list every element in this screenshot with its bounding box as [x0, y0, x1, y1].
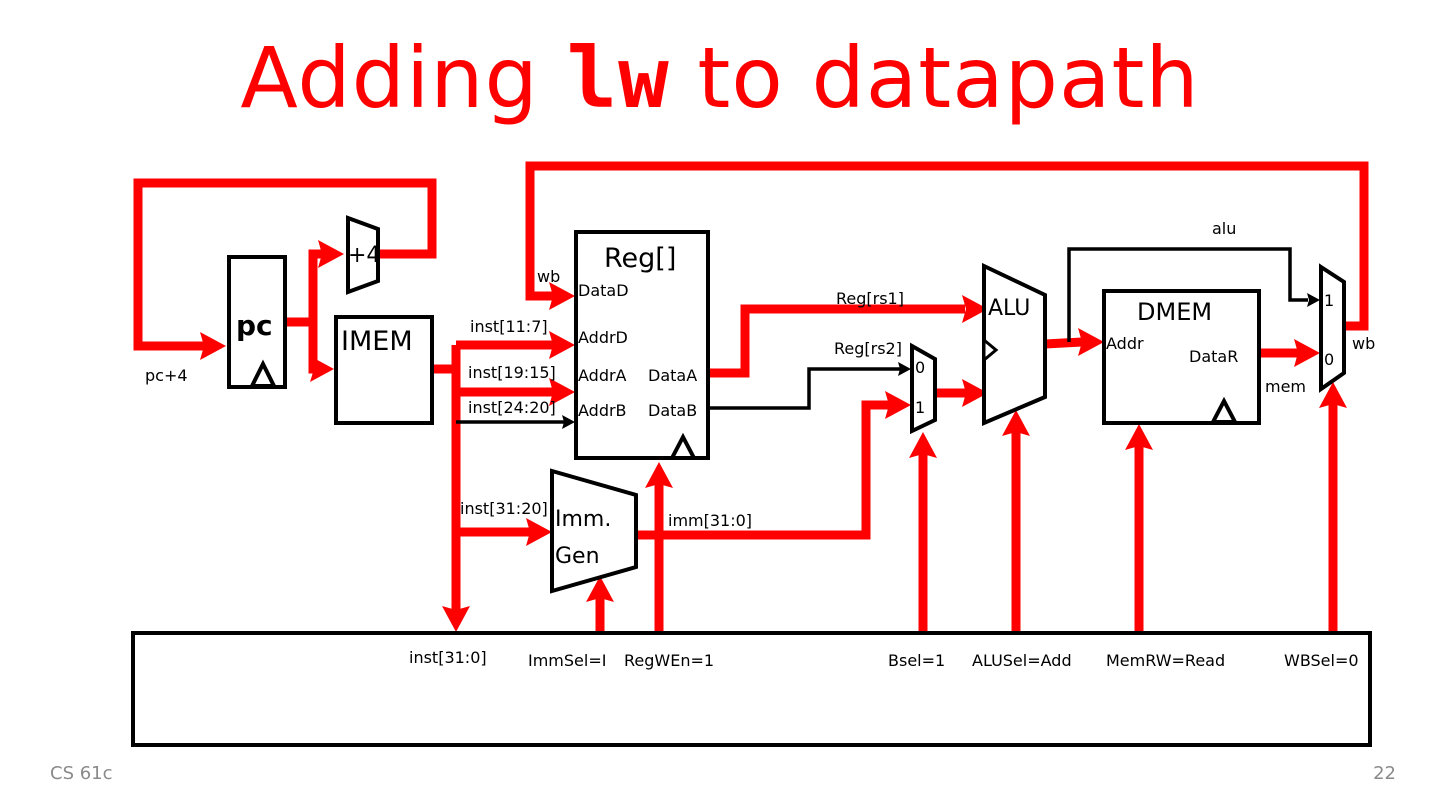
port-dataa: DataA: [648, 366, 697, 385]
page-number: 22: [1373, 763, 1396, 784]
control-alusel: ALUSel=Add: [972, 651, 1072, 670]
port-datad: DataD: [578, 281, 629, 300]
arrow-wbmux-in0: [1294, 339, 1320, 367]
immgen-block: [550, 468, 638, 594]
arrow-memrw: [1125, 424, 1153, 450]
wire-wb-loop: [525, 161, 1369, 331]
label-inst-19-15: inst[19:15]: [468, 363, 556, 382]
wire-reg-rs1: [709, 304, 965, 378]
dmem-label: DMEM: [1137, 298, 1212, 326]
arrow-inst-bus-down: [442, 606, 470, 632]
bmux-in0-label: 0: [915, 358, 925, 377]
dmem-addr-label: Addr: [1106, 334, 1144, 353]
arrow-bmux-in1: [885, 391, 911, 419]
wbsel-mux: [1319, 263, 1346, 393]
wbmux-in1-label: 1: [1324, 291, 1334, 310]
title-text-after: to datapath: [669, 29, 1200, 127]
register-file: [574, 230, 710, 460]
label-mem: mem: [1265, 377, 1306, 396]
adder-label: +4: [348, 243, 380, 268]
wire-alu-out: [1044, 337, 1083, 349]
wire-alu-bypass: [1067, 247, 1308, 342]
port-addrb: AddrB: [578, 401, 627, 420]
slide-title: Adding lw to datapath: [0, 28, 1440, 128]
title-text-before: Adding: [240, 29, 567, 127]
bmux-in1-label: 1: [915, 398, 925, 417]
wire-imm: [636, 400, 893, 540]
bsel-mux: [910, 342, 937, 435]
dmem-block: [1102, 289, 1261, 425]
immgen-label-2: Gen: [555, 544, 600, 569]
port-addrd: AddrD: [578, 328, 628, 347]
imem-block: [334, 315, 434, 425]
label-pc-plus-4: pc+4: [145, 366, 188, 385]
arrow-alu-b: [962, 379, 988, 407]
label-inst-11-7: inst[11:7]: [470, 317, 548, 336]
regfile-title: Reg[]: [604, 243, 676, 274]
label-alu: alu: [1212, 219, 1236, 238]
arrow-pc-input: [200, 332, 226, 360]
alu-notch: [982, 336, 999, 364]
port-datab: DataB: [648, 401, 697, 420]
title-code-lw: lw: [566, 29, 670, 127]
control-immsel: ImmSel=I: [528, 651, 606, 670]
alu-label: ALU: [988, 296, 1030, 321]
footer-course: CS 61c: [50, 763, 113, 784]
arrow-addrb: [562, 415, 575, 429]
arrow-dmem-addr: [1078, 328, 1104, 356]
label-inst-31-20: inst[31:20]: [460, 499, 548, 518]
pc-clock-icon: [248, 359, 278, 388]
arrow-imem-input: [310, 356, 334, 382]
control-memrw: MemRW=Read: [1106, 651, 1225, 670]
wbmux-in0-label: 0: [1324, 350, 1334, 369]
label-reg-rs1: Reg[rs1]: [836, 289, 904, 308]
arrow-adder-input: [318, 240, 344, 268]
label-wb-out: wb: [1352, 334, 1375, 353]
wire-pc-out: [286, 249, 332, 374]
control-unit: [131, 631, 1372, 747]
arrow-immsel: [586, 576, 614, 602]
arrow-wbmux-in1: [1307, 293, 1320, 307]
imem-label: IMEM: [341, 326, 413, 357]
dmem-datar-label: DataR: [1189, 347, 1238, 366]
arrow-regwen: [645, 462, 673, 488]
arrow-addra: [549, 378, 575, 406]
control-wbsel: WBSel=0: [1284, 651, 1359, 670]
immgen-label-1: Imm.: [555, 507, 611, 532]
arrow-datad: [549, 282, 575, 310]
alu-block: [982, 262, 1047, 427]
control-regwen: RegWEn=1: [624, 651, 714, 670]
port-addra: AddrA: [578, 366, 627, 385]
arrow-addrd: [549, 331, 575, 359]
arrow-alu-a: [962, 295, 988, 323]
wire-inst-bus: [432, 340, 555, 610]
arrow-immgen-input: [526, 518, 552, 546]
label-inst-31-0: inst[31:0]: [409, 648, 487, 667]
arrow-alusel: [1002, 410, 1030, 436]
label-wb-in: wb: [537, 267, 560, 286]
arrow-wbsel: [1319, 382, 1347, 408]
regfile-clock-icon: [668, 432, 698, 460]
adder-plus4: [346, 215, 380, 295]
arrow-bmux-in0: [898, 362, 911, 376]
label-inst-24-20: inst[24:20]: [468, 398, 556, 417]
pc-register: [227, 255, 287, 389]
label-reg-rs2: Reg[rs2]: [834, 339, 902, 358]
wire-reg-rs2: [709, 367, 900, 410]
wire-pc-plus-4-loop: [133, 178, 437, 351]
control-bsel: Bsel=1: [888, 651, 945, 670]
dmem-clock-icon: [1209, 396, 1239, 424]
pc-label: pc: [236, 309, 273, 342]
label-imm: imm[31:0]: [668, 511, 752, 530]
arrow-bsel: [909, 432, 937, 458]
